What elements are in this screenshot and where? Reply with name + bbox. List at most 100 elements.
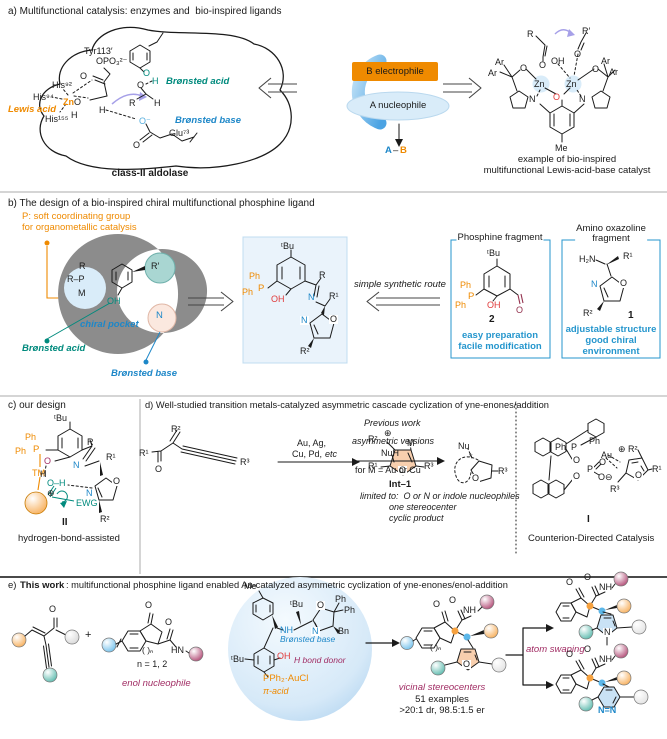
chiral-pocket-label: chiral pocket xyxy=(80,319,139,330)
chem-label: N xyxy=(311,626,320,636)
chem-label: O–H xyxy=(47,478,66,488)
bronsted-base-label: Brønsted base xyxy=(175,115,241,126)
chem-label: O xyxy=(155,464,163,474)
chem-label: Me xyxy=(555,143,568,153)
chem-label: R xyxy=(129,98,136,108)
double-arrow-left-icon-b xyxy=(366,291,440,312)
synthetic-route-label: simple synthetic route xyxy=(354,279,446,290)
chem-label: NH xyxy=(280,625,293,635)
nucleophile-oval xyxy=(346,91,450,121)
chem-label: O⊖ xyxy=(598,472,613,482)
chem-label: A xyxy=(385,145,392,156)
amino-fragment-caption: adjustable structure good chiral environ… xyxy=(565,324,657,358)
structure-i-label: I xyxy=(587,514,590,525)
lewis-acid-label: Lewis acid xyxy=(8,104,57,115)
chem-label: O xyxy=(572,455,582,465)
double-arrow-icon xyxy=(188,291,234,312)
chem-label: O xyxy=(592,64,600,74)
chem-label: O xyxy=(449,595,457,605)
chem-label: Nu xyxy=(458,441,470,451)
chem-label: ( )ₙ xyxy=(430,642,442,652)
panel-e-title-rest: : multifunctional phosphine ligand enabl… xyxy=(66,580,508,590)
chem-label: O xyxy=(143,68,151,78)
chem-label: – xyxy=(393,145,399,156)
blue-ball xyxy=(101,637,117,653)
chem-label: Me xyxy=(244,581,257,591)
chem-label: O xyxy=(145,600,153,610)
chem-label: R–P xyxy=(67,274,85,284)
bioinspired-caption: example of bio-inspired multifunctional … xyxy=(483,154,651,177)
chem-label: O xyxy=(133,140,141,150)
chem-label: R³ xyxy=(240,457,250,467)
chem-label: one stereocenter xyxy=(389,502,457,512)
chem-label: R′ xyxy=(151,261,160,271)
chem-label: O xyxy=(433,599,441,609)
chem-label: O⁻ xyxy=(139,116,151,126)
chem-label: R³ xyxy=(424,461,434,471)
chem-label: Ph xyxy=(335,594,347,604)
amino-fragment-title: Amino oxazoline fragment xyxy=(575,223,647,244)
chem-label: M xyxy=(407,438,415,448)
chem-label: R² xyxy=(100,514,110,524)
chem-label: Tyr113′ xyxy=(84,46,113,56)
chem-label: P xyxy=(33,444,40,455)
chem-label: P xyxy=(586,464,595,474)
chem-label: N=N xyxy=(598,705,617,715)
chem-label: N xyxy=(308,292,315,302)
chem-label: * xyxy=(469,452,473,462)
chem-label: H xyxy=(99,105,106,115)
chem-label: O xyxy=(599,457,607,467)
chem-label: ⊕ xyxy=(618,444,626,454)
chem-label: R xyxy=(87,437,94,447)
chem-label: O xyxy=(74,97,82,107)
chem-label: N xyxy=(300,315,309,325)
chem-label: Ph xyxy=(242,287,254,297)
panel-b-art xyxy=(44,234,661,365)
chem-label: ᵗBu xyxy=(290,599,303,609)
chem-label: O xyxy=(112,476,122,486)
chem-label: R xyxy=(527,29,534,39)
chem-label: R xyxy=(319,270,326,280)
enzyme-outline xyxy=(39,26,292,171)
chem-label: etc xyxy=(325,449,338,459)
chem-label: P xyxy=(468,291,475,302)
chem-label: O xyxy=(165,617,173,627)
chem-label: His¹⁵⁵ xyxy=(45,114,69,124)
chem-label: His⁹² xyxy=(52,80,72,90)
chem-label: Ph xyxy=(460,280,472,290)
chem-label: Cu, Pd, xyxy=(292,449,323,459)
chem-label: H xyxy=(71,110,78,120)
pi-acid-label: π-acid xyxy=(263,686,289,696)
chem-label: Ar xyxy=(601,56,610,66)
examples-label: 51 examples xyxy=(415,694,469,705)
chem-label: OH xyxy=(487,300,501,310)
selectivity-label: >20:1 dr, 98.5:1.5 er xyxy=(399,705,485,716)
chem-label: P xyxy=(258,283,265,294)
chem-label: OH xyxy=(551,56,565,66)
chem-label: ⊕ xyxy=(47,488,55,498)
chem-label: O xyxy=(80,71,88,81)
double-arrow-right-icon xyxy=(443,77,482,99)
chem-label: Zn xyxy=(566,79,577,89)
chem-label: R² xyxy=(171,424,181,434)
chem-label: R¹ xyxy=(329,291,339,301)
chem-label: N xyxy=(73,460,80,470)
chem-label: B xyxy=(400,145,407,156)
chem-label: O xyxy=(471,473,481,483)
panel-a-title: a) Multifunctional catalysis: enzymes an… xyxy=(8,6,282,17)
p-group-note: P: soft coordinating group for organomet… xyxy=(22,211,137,234)
chem-label: n = 1, 2 xyxy=(137,659,168,669)
chem-label: Ph xyxy=(555,442,567,452)
panel-e-title-bold: This work xyxy=(20,580,65,591)
chem-label: R¹ xyxy=(106,452,116,462)
chem-label: R¹ xyxy=(139,448,149,458)
chem-label: Au xyxy=(601,450,613,460)
chem-label: H₂N xyxy=(579,254,596,264)
chem-label: ᵗBu xyxy=(487,248,500,258)
chem-label: P xyxy=(571,442,578,452)
chiral-pocket-blob xyxy=(58,234,208,354)
electrophile-tag: B electrophile xyxy=(366,66,424,77)
chem-label: R² xyxy=(368,434,378,444)
chem-label: O xyxy=(329,314,339,324)
chem-label: R³ xyxy=(610,484,620,494)
